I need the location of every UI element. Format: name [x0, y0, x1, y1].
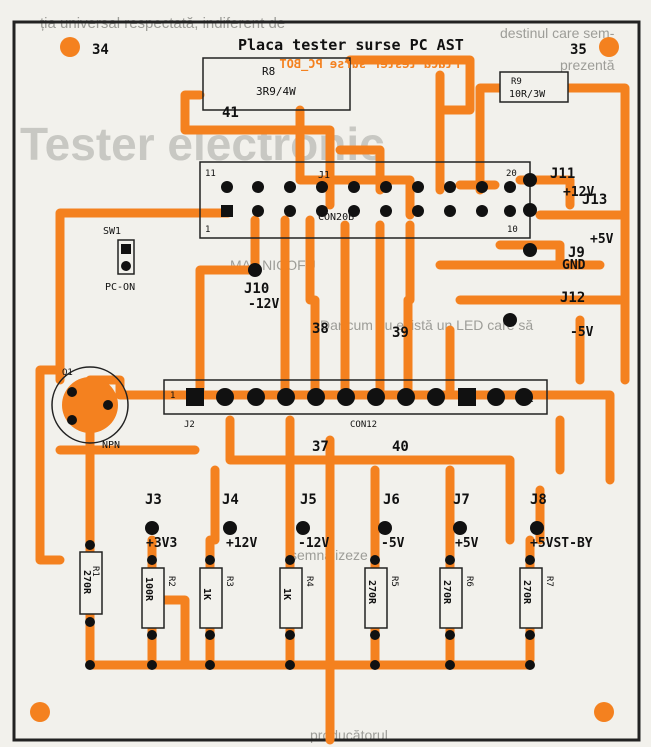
- r5-label: R5: [389, 576, 399, 587]
- jack-j6-ref: J6: [383, 492, 400, 508]
- resistor-r5: R5 270R: [364, 555, 399, 640]
- con20-ref: J1: [318, 170, 330, 181]
- mount-hole-35: 35: [570, 37, 619, 58]
- con12-pin-1: 1: [170, 391, 175, 401]
- mount-hole-34-label: 34: [92, 42, 109, 58]
- jack-j6: J6 -5V: [378, 492, 405, 551]
- con20-pin-10: 10: [507, 225, 518, 235]
- r8-ref: R8: [262, 65, 275, 78]
- r4-value: 1K: [281, 588, 292, 600]
- mount-hole-35-label: 35: [570, 42, 587, 58]
- jack-j8-label: +5VST-BY: [530, 536, 593, 551]
- jack-j11-label: +12V: [563, 185, 594, 200]
- r4-label: R4: [304, 576, 314, 587]
- switch-sw1: SW1 PC-ON: [103, 226, 135, 293]
- connector-con20b: 11 1 20 10 J1 CON20B: [199, 161, 531, 239]
- test-point-39: 39: [392, 325, 409, 341]
- resistor-r3: R3 1K: [199, 555, 234, 640]
- r1-value: 270R: [81, 570, 92, 595]
- connector-con12: 1 12 J2 CON12: [163, 379, 548, 430]
- r3-value: 1K: [201, 588, 212, 600]
- r6-value: 270R: [441, 580, 452, 605]
- q1-ref: Q1: [62, 368, 73, 378]
- mount-hole-bottom-left: [30, 702, 50, 722]
- jack-j10: J10 -12V: [244, 263, 279, 312]
- jack-j7-label: +5V: [455, 536, 479, 551]
- jack-j6-label: -5V: [381, 536, 405, 551]
- r7-label: R7: [544, 576, 554, 587]
- jack-j8-ref: J8: [530, 492, 547, 508]
- test-point-37: 37: [312, 439, 329, 455]
- resistor-r9: R9 10R/3W: [499, 71, 569, 103]
- r1-label: R1: [90, 566, 100, 577]
- jack-j11: J11 +12V: [523, 166, 594, 200]
- jack-j13-label: +5V: [590, 232, 614, 247]
- con12-label: CON12: [350, 420, 377, 430]
- r2-value: 100R: [143, 577, 154, 602]
- sw1-ref: SW1: [103, 226, 121, 237]
- mount-hole-34: 34: [60, 37, 109, 58]
- con12-pads: [186, 388, 533, 406]
- bg-text-line-2: destinul care sem-: [500, 25, 615, 41]
- jack-j5: J5 -12V: [296, 492, 329, 551]
- jack-j13: J13 +5V: [523, 192, 614, 247]
- con20-pin-1: 1: [205, 225, 210, 235]
- con20-pads: [221, 181, 516, 217]
- board-title: Placa tester surse PC AST: [238, 36, 464, 54]
- jack-j3-ref: J3: [145, 492, 162, 508]
- jack-j4: J4 +12V: [222, 492, 257, 551]
- jack-j7-ref: J7: [453, 492, 470, 508]
- test-point-41: 41: [222, 105, 239, 121]
- jack-j9: J9 GND: [523, 243, 586, 273]
- r3-label: R3: [224, 576, 234, 587]
- jack-j3-label: +3V3: [146, 536, 177, 551]
- resistor-r8: R8 3R9/4W: [202, 57, 351, 111]
- jack-j12: J12 -5V: [503, 290, 594, 340]
- test-point-38: 38: [312, 321, 329, 337]
- r5-value: 270R: [366, 580, 377, 605]
- r8-value: 3R9/4W: [256, 85, 296, 98]
- test-point-40: 40: [392, 439, 409, 455]
- r6-label: R6: [464, 576, 474, 587]
- jack-j9-ref: J9: [568, 245, 585, 261]
- jack-j13-ref: J13: [582, 192, 607, 208]
- r7-value: 270R: [521, 580, 532, 605]
- sw1-label: PC-ON: [105, 282, 135, 293]
- ground-rail-pads: [85, 660, 535, 670]
- jack-j7: J7 +5V: [453, 492, 479, 551]
- jack-j5-label: -12V: [298, 536, 329, 551]
- con20-pin-11: 11: [205, 169, 216, 179]
- r2-label: R2: [166, 576, 176, 587]
- bg-text-line-3: prezentă: [560, 57, 615, 73]
- jack-j8: J8 +5VST-BY: [530, 492, 593, 551]
- bg-text-line-6: Dar cum nu există un LED care să: [320, 317, 533, 333]
- resistor-r6: R6 270R: [439, 555, 474, 640]
- jack-j3: J3 +3V3: [145, 492, 177, 551]
- con20-pin-20: 20: [506, 169, 517, 179]
- jack-j4-label: +12V: [226, 536, 257, 551]
- resistor-r7: R7 270R: [519, 555, 554, 640]
- r9-ref: R9: [511, 77, 522, 87]
- resistor-r2: R2 100R: [141, 555, 176, 640]
- jack-j11-ref: J11: [550, 166, 575, 182]
- transistor-q1: Q1 NPN: [51, 366, 129, 451]
- jack-j12-label: -5V: [570, 325, 594, 340]
- jack-j10-ref: J10: [244, 281, 269, 297]
- q1-type: NPN: [102, 440, 120, 451]
- jack-j9-label: GND: [562, 258, 586, 273]
- jack-j5-ref: J5: [300, 492, 317, 508]
- resistor-r1: R1 270R: [79, 540, 103, 627]
- jack-j4-ref: J4: [222, 492, 239, 508]
- mount-hole-bottom-right: [594, 702, 614, 722]
- jack-j10-label: -12V: [248, 297, 279, 312]
- resistor-r4: R4 1K: [279, 555, 314, 640]
- con20-label: CON20B: [318, 212, 354, 223]
- con12-ref: J2: [184, 420, 195, 430]
- board-mirror-text: Placa tester surse PC_BOT: [279, 57, 460, 72]
- jack-j12-ref: J12: [560, 290, 585, 306]
- r9-value: 10R/3W: [509, 89, 546, 100]
